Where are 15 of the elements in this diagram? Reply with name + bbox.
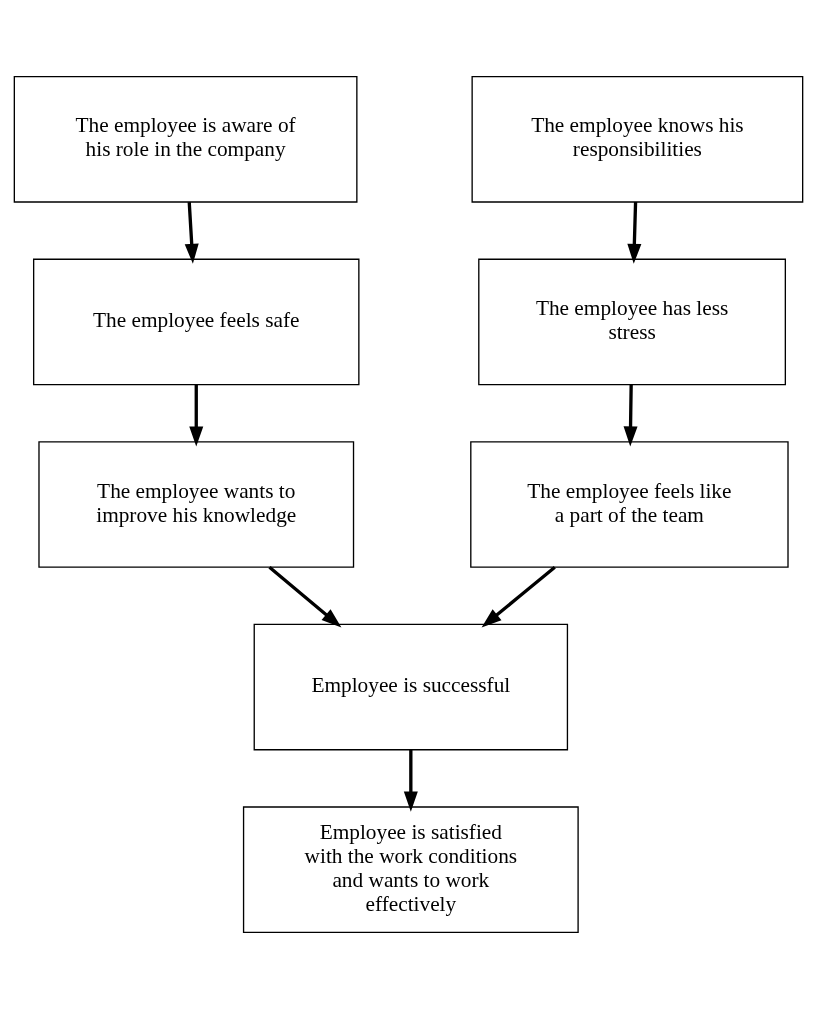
node-box: The employee feels like a part of the team: [469, 441, 789, 568]
node-box: The employee has less stress: [477, 258, 786, 386]
arrow: [481, 565, 556, 628]
node-box: Employee is successful: [253, 623, 568, 751]
node-box: The employee feels safe: [32, 258, 359, 386]
arrow: [267, 565, 341, 628]
node-box: The employee is aware of his role in the company: [13, 76, 357, 203]
arrow: [623, 384, 638, 447]
arrow: [403, 749, 418, 812]
arrow: [626, 202, 641, 264]
node-box: The employee knows his responsibilities: [470, 76, 803, 203]
node-box: The employee wants to improve his knowledge: [37, 441, 354, 568]
arrow: [184, 201, 199, 264]
arrow: [188, 384, 203, 447]
node-box: Employee is satisfied with the work conditions and wants to work effectively: [242, 806, 579, 933]
